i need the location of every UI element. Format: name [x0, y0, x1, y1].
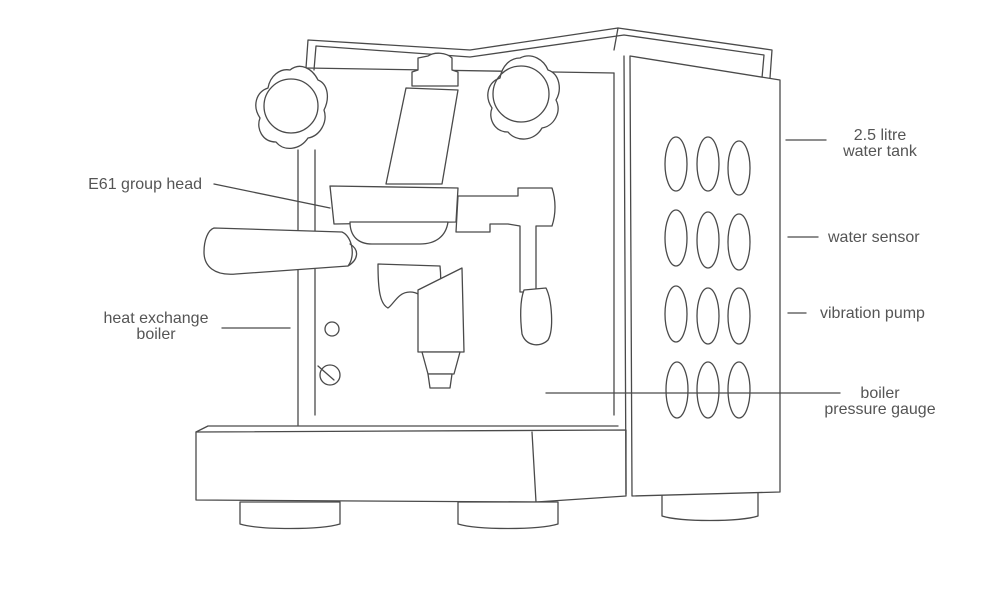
- label-pressure-gauge-line1: boiler: [860, 385, 900, 402]
- label-pressure-gauge-line2: pressure gauge: [824, 401, 936, 418]
- label-group-head: E61 group head: [88, 176, 202, 193]
- label-water-tank-line1: 2.5 litre: [853, 127, 907, 144]
- cup-rail: [305, 27, 773, 79]
- machine-body: [297, 72, 615, 426]
- spout: [377, 263, 465, 389]
- water-tank-panel: [623, 55, 781, 497]
- label-heat-exchange-boiler-line1: heat exchange: [103, 310, 209, 327]
- right-water-knob: [487, 55, 560, 140]
- label-water-tank: 2.5 litre water tank: [820, 128, 940, 160]
- label-water-tank-line2: water tank: [843, 143, 917, 160]
- power-switch: [317, 364, 341, 386]
- label-pressure-gauge: boiler pressure gauge: [810, 386, 950, 418]
- label-water-sensor: water sensor: [828, 229, 920, 246]
- portafilter: [203, 227, 358, 275]
- leader-line-group-head: [213, 183, 331, 209]
- drip-tray: [195, 425, 627, 503]
- vent-holes: [664, 136, 751, 419]
- left-steam-knob: [255, 65, 329, 149]
- machine-feet: [239, 491, 759, 530]
- label-heat-exchange-boiler-line2: boiler: [136, 326, 176, 343]
- e61-group-head: [329, 52, 459, 245]
- steam-wand: [455, 187, 556, 346]
- power-lamp: [324, 321, 340, 337]
- label-vibration-pump: vibration pump: [820, 305, 925, 322]
- label-heat-exchange-boiler: heat exchange boiler: [86, 311, 226, 343]
